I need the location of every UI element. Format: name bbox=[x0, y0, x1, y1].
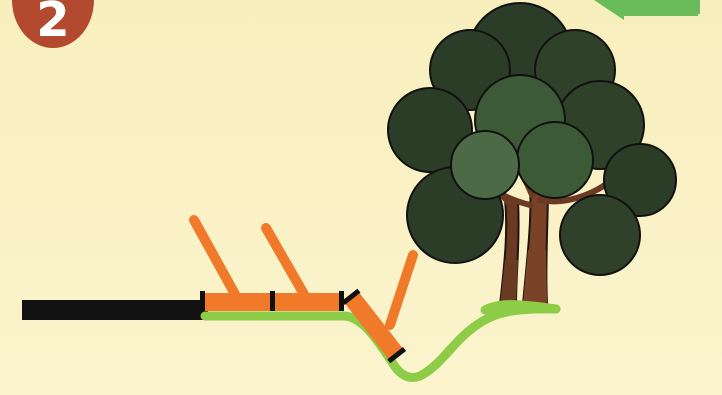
black-rail bbox=[22, 300, 208, 320]
step-number: 2 bbox=[36, 0, 69, 44]
direction-arrow-icon bbox=[590, 0, 700, 34]
